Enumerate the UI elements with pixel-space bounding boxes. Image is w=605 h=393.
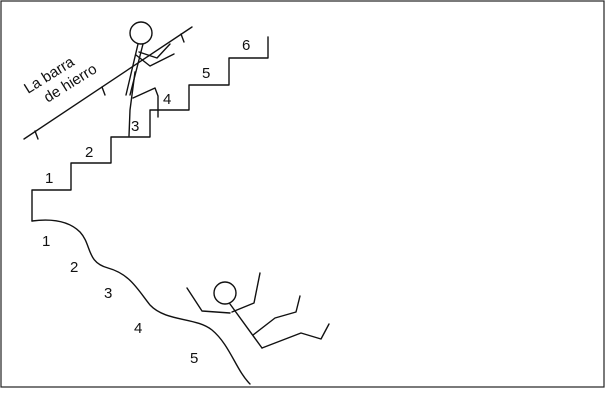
fallen-figure-arm (186, 287, 231, 314)
slope-number-1: 1 (42, 233, 50, 250)
iron-bar (23, 26, 193, 140)
stair-number-2: 2 (85, 144, 93, 161)
fallen-figure-head (213, 281, 237, 305)
fallen-figure-arm (231, 272, 261, 313)
climbing-stick-figure (125, 21, 175, 137)
stair-number-5: 5 (202, 65, 210, 82)
climbing-figure-arm (138, 43, 171, 59)
fallen-figure-leg (261, 323, 330, 349)
climbing-figure-head (129, 21, 153, 45)
climbing-figure-body (125, 43, 139, 96)
fall-slope (31, 219, 251, 385)
fallen-figure-leg (252, 295, 301, 336)
stair-number-3: 3 (131, 118, 139, 135)
slope-number-5: 5 (190, 350, 198, 367)
stair-numbers: 1 2 3 4 5 6 (45, 37, 250, 187)
iron-bar-tick (34, 130, 39, 140)
rail-label: La barra de hierro (21, 53, 100, 106)
stair-number-1: 1 (45, 170, 53, 187)
slope-number-4: 4 (134, 320, 142, 337)
slope-numbers: 1 2 3 4 5 (42, 233, 198, 367)
climbing-figure-leg (132, 87, 159, 118)
iron-bar-tick (101, 86, 106, 96)
stair-number-4: 4 (163, 91, 171, 108)
slope-number-3: 3 (104, 285, 112, 302)
climbing-figure-leg (128, 71, 136, 137)
slope-number-2: 2 (70, 259, 78, 276)
stair-number-6: 6 (242, 37, 250, 54)
fallen-stick-figure (186, 272, 330, 349)
iron-bar-line (23, 26, 193, 140)
iron-bar-tick (180, 33, 185, 43)
staircase (31, 36, 269, 222)
climbing-figure-arm (135, 53, 175, 67)
